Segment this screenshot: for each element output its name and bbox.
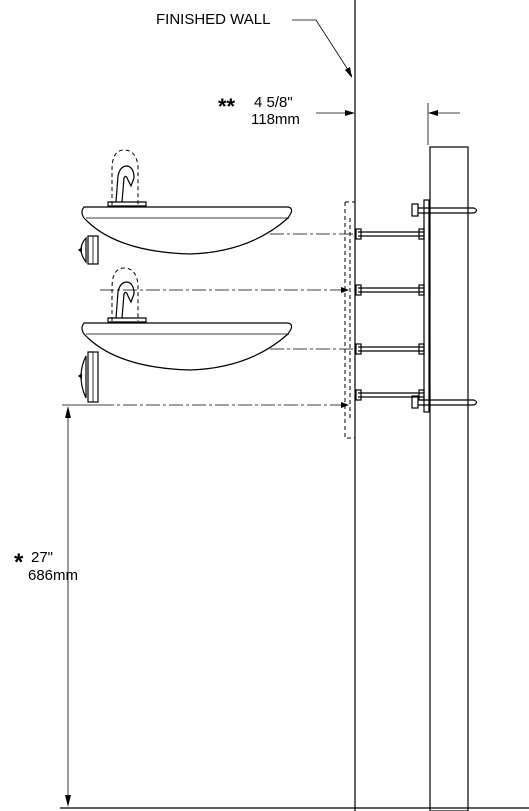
u-bolt-lower	[411, 395, 478, 409]
mounting-rod-2	[355, 284, 425, 296]
finished-wall-arrowhead	[345, 67, 352, 78]
finished-wall-leader	[292, 19, 353, 77]
offset-arrow-right	[428, 110, 438, 116]
centerline-upper-button-arrow	[341, 287, 349, 293]
mounting-rod-4	[355, 389, 425, 401]
upper-push-button	[78, 235, 99, 265]
centerline-lower-button-arrow	[341, 402, 349, 408]
height-inch-value: 27"	[31, 549, 53, 566]
u-bolt-upper	[411, 203, 478, 217]
upper-bubbler	[107, 149, 147, 207]
post-mounting-plate	[423, 199, 430, 413]
height-mm-value: 686mm	[28, 567, 78, 584]
height-marker: *	[14, 549, 24, 576]
offset-inch-value: 4 5/8"	[254, 94, 293, 111]
lower-push-button	[78, 351, 99, 403]
finished-wall-label: FINISHED WALL	[156, 11, 270, 28]
mounting-rod-3	[355, 343, 425, 355]
lower-bubbler	[107, 267, 147, 323]
wall-carrier-plate	[344, 201, 355, 439]
height-arrow-top	[65, 406, 71, 418]
upper-fountain-bowl	[81, 206, 293, 255]
offset-mm-value: 118mm	[251, 111, 300, 128]
offset-arrow-left	[345, 110, 355, 116]
offset-marker: **	[218, 94, 236, 119]
support-post	[429, 146, 469, 811]
lower-fountain-bowl	[81, 322, 293, 371]
mounting-rod-1	[355, 228, 425, 240]
height-arrow-bottom	[65, 795, 71, 807]
